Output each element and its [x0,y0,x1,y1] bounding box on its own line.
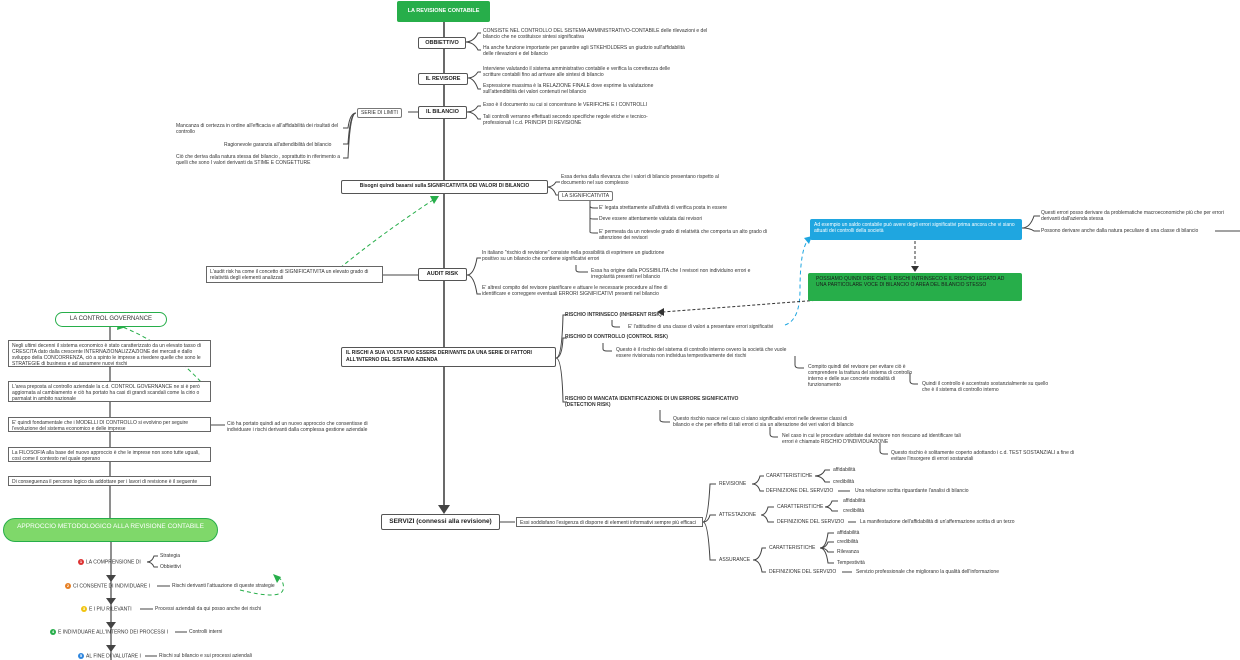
rischio-intrinseco[interactable]: RISCHIO INTRINSECO (INHERENT RISK) [565,312,662,318]
revisione-item-2: credibilità [833,479,855,485]
revisore-node[interactable]: IL REVISORE [418,73,468,85]
rischi-node[interactable]: IL RISCHI A SUA VOLTA PUO ESSERE DERIVAN… [341,347,556,367]
rischio-intrinseco-callout[interactable]: POSSIAMO QUINDI DIRE CHE IL RISCHI INTRI… [808,273,1022,301]
obiettivo-note-2: Ha anche funzione importante per garanti… [483,45,685,57]
audit-note-1: In italiano "rischio di revisione" consi… [482,250,665,262]
significativita-item-1: E' legata strettamente all'attività di v… [599,205,728,211]
obiettivo-note-1: CONSISTE NEL CONTROLLO DEL SISTEMA AMMIN… [483,28,708,40]
step-4-label: E INDIVIDUARE ALL'INTERNO DEI PROCESSI I [58,629,169,636]
control-governance-node[interactable]: LA CONTROL GOVERNANCE [55,312,167,327]
assurance-item-4: Tempestività [837,560,865,566]
significativita-item-3: E' permeata da un notevole grado di rela… [599,229,768,241]
step-1-sub-2: Obbiettivi [160,564,181,570]
limite-1: Mancanza di certezza in ordine all'effic… [176,123,339,135]
step-4-number: 4 [50,629,56,635]
revisione-item-1: affidabilità [833,467,856,473]
assurance-item-2: credibilità [837,539,859,545]
step-2-label: CI CONSENTE DI INDIVIDUARE I [73,583,150,590]
limite-3: Ciò che deriva dalla natura stessa del b… [176,154,340,166]
audit-note-2: Essa ha origine dalla POSSIBILITA che I … [591,268,751,280]
rischio-intrinseco-note: E' l'attitudine di una classe di valori … [628,324,774,330]
mancata-note-1: Questo rischio nasce nel caso ci siano s… [673,416,854,428]
blue-note-2: Possono derivare anche dalla natura pecu… [1041,228,1199,234]
step-2-sub-1: Rischi derivanti l'attuazione di queste … [172,583,275,589]
root-node[interactable]: LA REVISIONE CONTABILE [397,1,490,22]
mancata-note-2: Nel caso in cui le procedure adottate da… [782,433,961,445]
step-1-sub-1: Strategia [160,553,181,559]
rischio-mancata[interactable]: RISCHIO DI MANCATA IDENTIFICAZIONE DI UN… [565,396,739,408]
significativita-note: Essa deriva dalla rilevanza che i valori… [561,174,719,186]
step-4-sub-1: Controlli interni [189,629,223,635]
revisione-definizione-text: Una relazione scritta riguardante l'anal… [855,488,969,494]
attestazione-definizione[interactable]: DEFINIZIONE DEL SERVIZIO [777,519,845,525]
blue-note-1: Questi errori posso derivare da problema… [1041,210,1224,222]
approccio-node[interactable]: APPROCCIO METODOLOGICO ALLA REVISIONE CO… [3,518,218,542]
rischio-controllo[interactable]: RISCHIO DI CONTROLLO (CONTROL RISK) [565,334,668,340]
governance-note-3: E' quindi fondamentale che i MODELLI DI … [8,417,211,432]
revisore-note-1: Interviene valutando il sistema amminist… [483,66,671,78]
governance-side-note: Ciò ha portato quindi ad un nuovo approc… [227,421,368,433]
step-2-number: 2 [65,583,71,589]
revisione-branch[interactable]: REVISIONE [719,481,747,487]
controllo-note-2: Compito quindi del revisore per evitare … [808,364,913,388]
step-1-number: 1 [78,559,84,565]
assurance-caratteristiche[interactable]: CARATTERISTICHE [769,545,816,551]
revisione-definizione[interactable]: DEFINIZIONE DEL SERVIZIO [766,488,834,494]
bilancio-note-2: Tali controlli verranno effettuati secon… [483,114,648,126]
step-5-sub-1: Rischi sul bilancio e sui processi azien… [159,653,252,659]
step-5-label: AL FINE DI VALUTARE I [86,653,141,660]
limite-2: Ragionevole garanzia all'attendibilità d… [224,142,332,148]
significativita-node[interactable]: Bisogni quindi basarsi sulla SIGNIFICATI… [341,180,548,194]
mancata-note-3: Questo rischio è solitamente coperto ado… [891,450,1075,462]
step-5-number: 5 [78,653,84,659]
serie-di-limiti-node[interactable]: SERIE DI LIMITI [357,108,402,118]
governance-note-2: L'area preposta al controllo aziendale l… [8,381,211,402]
obiettivo-node[interactable]: OBBIETTIVO [418,37,466,49]
attestazione-item-2: credibilità [843,508,865,514]
controllo-note-3: Quindi il controllo è accentrato sostanz… [922,381,1049,393]
assurance-branch[interactable]: ASSURANCE [719,557,751,563]
attestazione-item-1: affidabilità [843,498,866,504]
step-3-number: 3 [81,606,87,612]
audit-risk-node[interactable]: AUDIT RISK [418,268,467,281]
governance-note-5: Di conseguenza il percorso logico da add… [8,476,211,486]
attestazione-branch[interactable]: ATTESTAZIONE [719,512,757,518]
controllo-note-1: Questo è il rischio del sistema di contr… [616,347,787,359]
governance-note-4: La FILOSOFIA alla base del nuovo approcc… [8,447,211,462]
assurance-definizione-text: Servizio professionale che migliorano la… [856,569,999,575]
significativita-item-2: Deve essere attentamente valutata dai re… [599,216,703,222]
governance-note-1: Negli ultimi decenni il sistema economic… [8,340,211,367]
step-3-label: E I PIU RILEVANTI [89,606,132,613]
servizi-note: Essi soddisfano l'esigenza di disporre d… [516,517,703,527]
assurance-item-1: affidabilità [837,530,860,536]
bilancio-node[interactable]: IL BILANCIO [418,106,467,119]
step-3-sub-1: Processi aziendali da qui posso anche de… [155,606,262,612]
assurance-definizione[interactable]: DEFINIZIONE DEL SERVIZIO [769,569,837,575]
revisore-note-2: Espressione massima è la RELAZIONE FINAL… [483,83,654,95]
revisione-caratteristiche[interactable]: CARATTERISTICHE [766,473,813,479]
servizi-node[interactable]: SERVIZI (connessi alla revisione) [381,514,500,530]
audit-risk-left-note: L'audit risk ha come il concetto di SIGN… [206,266,383,283]
attestazione-caratteristiche[interactable]: CARATTERISTICHE [777,504,824,510]
assurance-item-3: Rilevanza [837,549,859,555]
attestazione-definizione-text: La manifestazione dell'affidabilità di u… [860,519,1015,525]
esempio-callout[interactable]: Ad esempio un saldo contabile può avere … [810,219,1022,240]
la-significativita-node[interactable]: LA SIGNIFICATIVITA [558,191,614,201]
bilancio-note-1: Esso è il documento su cui si concentran… [483,102,648,108]
audit-note-3: E' altresì compito del revisore pianific… [482,285,668,297]
step-1-label: LA COMPRENSIONE DI [86,559,141,566]
